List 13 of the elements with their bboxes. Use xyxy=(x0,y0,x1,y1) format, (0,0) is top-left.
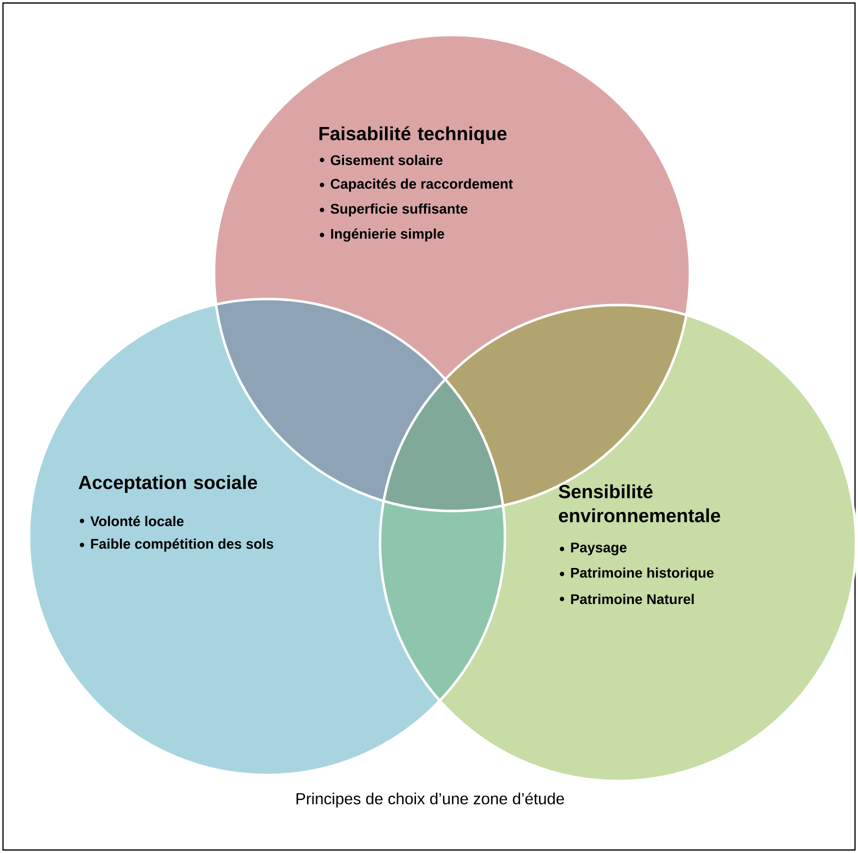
bullet-text: Paysage xyxy=(571,542,627,556)
bullet-text: Faible compétition des sols xyxy=(91,538,274,552)
bullet-text: Patrimoine historique xyxy=(571,567,714,581)
circle-heading: Faisabilité technique xyxy=(319,126,507,144)
caption: Principes de choix d’une zone d’étude xyxy=(296,792,564,808)
bullet-text: Capacités de raccordement xyxy=(330,178,513,192)
bullet-text: Gisement solaire xyxy=(330,154,443,166)
bullet-text: Superficie suffisante xyxy=(330,203,468,216)
bullet-text: Volonté locale xyxy=(90,516,184,526)
circle-heading: Sensibilité environnementale xyxy=(558,484,720,522)
bullet-text: Patrimoine Naturel xyxy=(571,594,694,604)
bullet-text: Ingénierie simple xyxy=(331,228,444,242)
circle-heading: Acceptation sociale xyxy=(78,475,258,493)
